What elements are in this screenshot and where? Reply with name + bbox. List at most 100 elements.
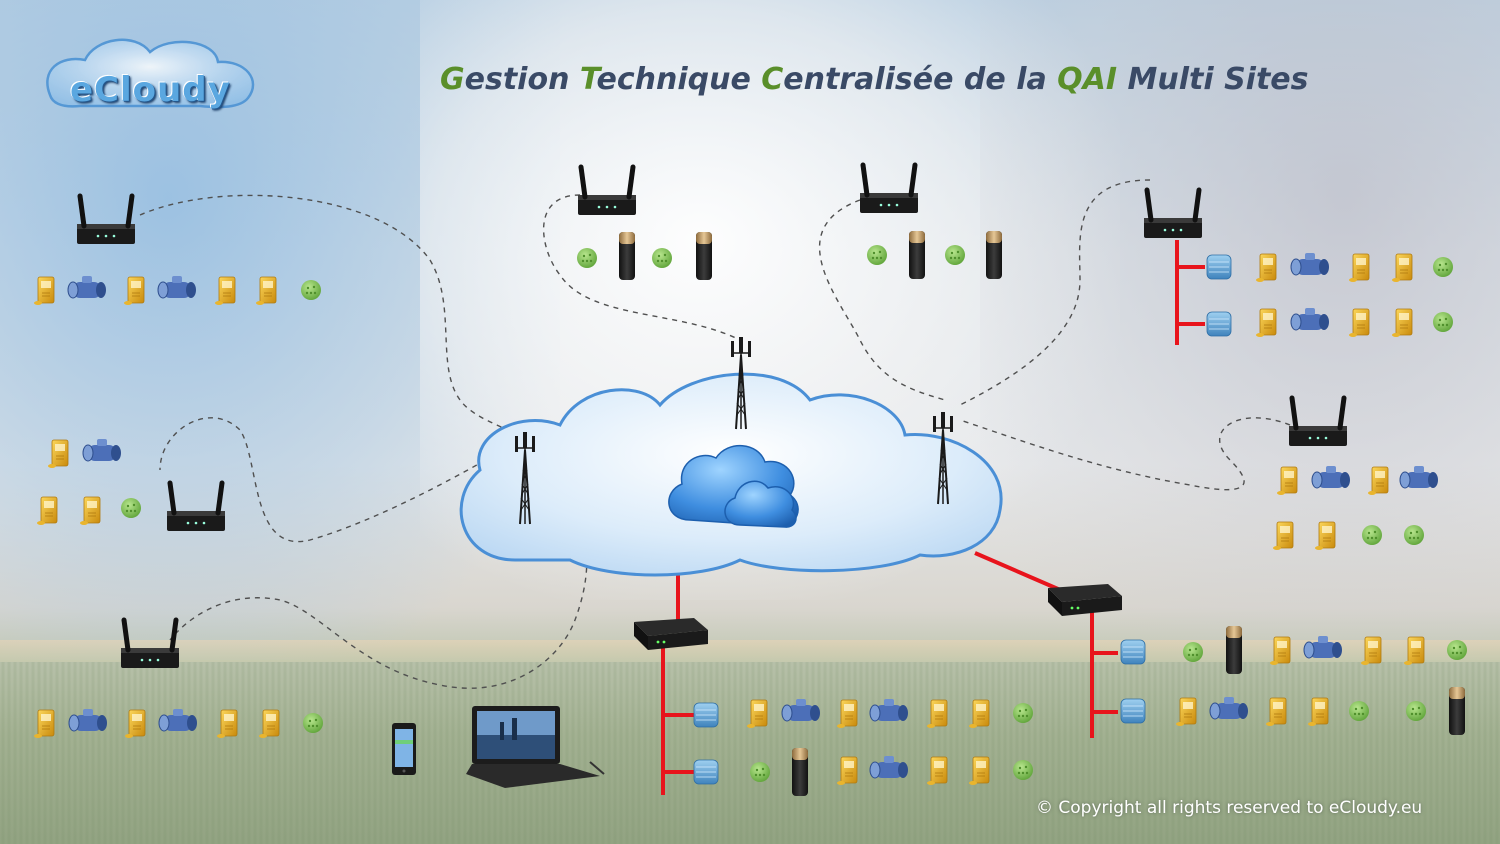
cloud-icon [668, 444, 799, 528]
wireless-link [159, 417, 521, 543]
wireless-link [543, 194, 741, 341]
co2-sensor-icon [1348, 308, 1370, 338]
title-accent-text: T [579, 62, 597, 97]
flow-sensor-icon [1399, 465, 1439, 489]
particle-sensor-icon [301, 280, 321, 300]
router-icon [1289, 398, 1347, 446]
particle-sensor-icon [1404, 525, 1424, 545]
wireless-link [169, 469, 588, 689]
page-title: Gestion Technique Centralisée de la QAI … [440, 62, 1309, 97]
air-purifier-icon [1449, 687, 1465, 735]
router-icon [1144, 190, 1202, 238]
particle-sensor-icon [867, 245, 887, 265]
co2-sensor-icon [1360, 636, 1382, 666]
flow-sensor-icon [1290, 307, 1330, 331]
title-text: estion [464, 62, 580, 97]
flow-sensor-icon [67, 275, 107, 299]
wireless-link [959, 417, 1291, 491]
gateway-box-icon [1048, 584, 1122, 616]
router-icon [860, 165, 918, 213]
co2-sensor-icon [1391, 253, 1413, 283]
title-text: Multi Sites [1117, 62, 1309, 97]
access-point-icon [1206, 254, 1232, 280]
co2-sensor-icon [1348, 253, 1370, 283]
air-purifier-icon [909, 231, 925, 279]
air-purifier-icon [696, 232, 712, 280]
router-icon [578, 167, 636, 215]
wireless-link [959, 179, 1151, 406]
air-purifier-icon [986, 231, 1002, 279]
smartphone-icon [392, 723, 416, 775]
router-icon [77, 196, 135, 244]
co2-sensor-icon [836, 699, 858, 729]
co2-sensor-icon [258, 709, 280, 739]
access-point-icon [693, 759, 719, 785]
particle-sensor-icon [1013, 703, 1033, 723]
flow-sensor-icon [1209, 696, 1249, 720]
gateway-box-icon [634, 618, 708, 650]
co2-sensor-icon [926, 699, 948, 729]
particle-sensor-icon [1433, 312, 1453, 332]
co2-sensor-icon [1272, 521, 1294, 551]
co2-sensor-icon [968, 699, 990, 729]
access-point-icon [1120, 639, 1146, 665]
flow-sensor-icon [157, 275, 197, 299]
flow-sensor-icon [1303, 635, 1343, 659]
title-accent-text: C [761, 62, 784, 97]
co2-sensor-icon [1276, 466, 1298, 496]
co2-sensor-icon [36, 496, 58, 526]
co2-sensor-icon [33, 709, 55, 739]
flow-sensor-icon [869, 755, 909, 779]
title-text: echnique [596, 62, 762, 97]
co2-sensor-icon [836, 756, 858, 786]
flow-sensor-icon [869, 698, 909, 722]
title-accent-text: QAI [1057, 62, 1118, 97]
co2-sensor-icon [1367, 466, 1389, 496]
co2-sensor-icon [1265, 697, 1287, 727]
air-purifier-icon [792, 748, 808, 796]
particle-sensor-icon [1013, 760, 1033, 780]
particle-sensor-icon [1349, 701, 1369, 721]
copyright-notice: © Copyright all rights reserved to eClou… [1036, 798, 1423, 818]
co2-sensor-icon [1314, 521, 1336, 551]
title-accent-text: G [440, 62, 465, 97]
co2-sensor-icon [124, 709, 146, 739]
particle-sensor-icon [303, 713, 323, 733]
particle-sensor-icon [121, 498, 141, 518]
laptop-icon [466, 706, 605, 788]
wireless-link [818, 199, 946, 401]
air-purifier-icon [619, 232, 635, 280]
grass-field [0, 662, 1500, 844]
flow-sensor-icon [1311, 465, 1351, 489]
particle-sensor-icon [1406, 701, 1426, 721]
wired-links [661, 240, 1205, 795]
co2-sensor-icon [926, 756, 948, 786]
particle-sensor-icon [652, 248, 672, 268]
co2-sensor-icon [1255, 308, 1277, 338]
co2-sensor-icon [1403, 636, 1425, 666]
co2-sensor-icon [79, 496, 101, 526]
router-icon [121, 620, 179, 668]
co2-sensor-icon [123, 276, 145, 306]
co2-sensor-icon [746, 699, 768, 729]
particle-sensor-icon [1447, 640, 1467, 660]
logo-cloud-icon [46, 38, 255, 109]
wireless-links [139, 179, 1291, 689]
co2-sensor-icon [47, 439, 69, 469]
co2-sensor-icon [255, 276, 277, 306]
sky-background-right [980, 0, 1500, 660]
access-point-icon [1206, 311, 1232, 337]
flow-sensor-icon [781, 698, 821, 722]
wireless-link [139, 194, 521, 441]
co2-sensor-icon [1307, 697, 1329, 727]
co2-sensor-icon [216, 709, 238, 739]
access-point-icon [693, 702, 719, 728]
particle-sensor-icon [1183, 642, 1203, 662]
title-text: entralisée de la [783, 62, 1058, 97]
co2-sensor-icon [1391, 308, 1413, 338]
flow-sensor-icon [158, 708, 198, 732]
co2-sensor-icon [1175, 697, 1197, 727]
logo-text: eCloudy [70, 70, 231, 110]
